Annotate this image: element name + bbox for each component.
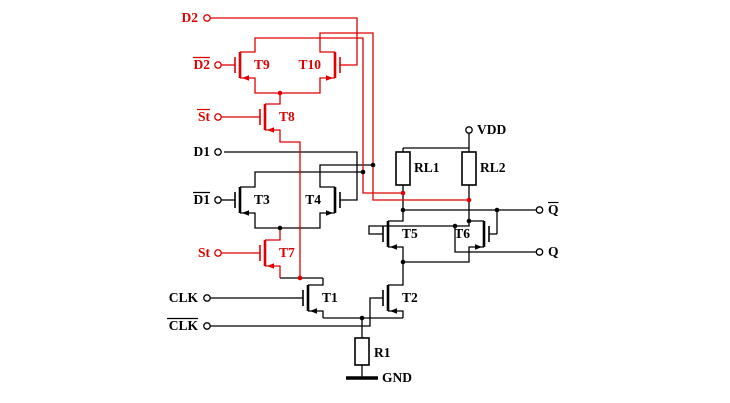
junction-r1-top: [359, 315, 365, 321]
label-vdd: VDD: [477, 122, 506, 137]
label-t2: T2: [402, 290, 418, 305]
wire-q-output: [454, 226, 536, 253]
label-qb: Q: [548, 202, 559, 217]
wire-t9-drain-to-node-a: [254, 37, 403, 194]
label-r1: R1: [374, 345, 391, 360]
resistor-rl1: [395, 151, 411, 186]
transistor-t5: [373, 212, 405, 256]
label-t6: T6: [454, 226, 470, 241]
wire-t4-drain: [319, 164, 373, 180]
label-t1: T1: [322, 290, 338, 305]
transistor-t7: [250, 231, 282, 275]
terminal-d2b: [214, 61, 222, 69]
label-stb: St: [198, 109, 211, 124]
label-clk: CLK: [169, 290, 199, 305]
wire-t3-t4-source-rail: [254, 220, 321, 229]
label-t5: T5: [402, 226, 418, 241]
wire-t10-drain-to-node-b: [319, 32, 469, 201]
junction-t7-drain: [277, 225, 283, 231]
wire-t5-gate-crosscouple: [368, 221, 470, 235]
junction-t3-node-a: [360, 169, 366, 175]
label-q: Q: [548, 244, 559, 259]
label-d2: D2: [182, 10, 199, 25]
junction-dots: [277, 90, 500, 321]
label-d1b: D1: [194, 192, 211, 207]
terminal-st: [214, 249, 222, 257]
label-gnd: GND: [382, 370, 412, 385]
label-d1: D1: [194, 144, 211, 159]
transistor-t2: [373, 276, 405, 320]
wire-vdd-rail: [402, 133, 470, 152]
label-t4: T4: [305, 192, 321, 207]
red-wires: [210, 17, 469, 278]
label-t9: T9: [254, 57, 270, 72]
resistor-r1: [354, 337, 370, 366]
junction-q-branch: [452, 223, 458, 229]
junction-qb-branch: [400, 207, 406, 213]
junction-t8-drain: [277, 90, 283, 96]
terminal-vdd: [465, 126, 473, 134]
wire-d2-to-t10-gate: [210, 17, 358, 66]
wire-t9-t10-source-rail: [254, 85, 321, 94]
label-t3: T3: [254, 192, 270, 207]
terminal-clk: [203, 294, 211, 302]
wire-t3-drain: [254, 171, 363, 180]
transistor-t10: [318, 43, 350, 87]
label-st: St: [198, 245, 211, 260]
label-rl1: RL1: [414, 160, 440, 175]
wire-t8-source-to-node-e: [279, 137, 301, 278]
junction-t10-node-b: [466, 197, 472, 203]
transistor-t6: [467, 212, 499, 256]
junction-t6-drain: [466, 218, 472, 224]
transistor-t4: [318, 178, 350, 222]
junction-t4-node-b: [370, 162, 376, 168]
resistor-rl2: [461, 151, 477, 186]
terminals: [203, 14, 544, 330]
terminal-d1: [214, 148, 222, 156]
junction-t6-gate: [494, 207, 500, 213]
label-t8: T8: [279, 109, 295, 124]
terminal-stb: [214, 113, 222, 121]
junction-t8-node-e: [297, 275, 303, 281]
label-clkb: CLK: [169, 318, 199, 333]
black-wires: [210, 133, 536, 380]
wire-clkb-to-t2-gate: [210, 297, 375, 327]
transistor-t9: [225, 43, 257, 87]
transistor-t1: [293, 276, 325, 320]
transistor-t3: [225, 178, 257, 222]
label-rl2: RL2: [480, 160, 506, 175]
label-t7: T7: [279, 245, 295, 260]
labels: D2 D2 St D1 D1 St CLK CLK VDD GND RL1 RL…: [167, 10, 559, 385]
label-t10: T10: [298, 57, 321, 72]
terminal-clkb: [203, 322, 211, 330]
wire-latch-tail: [402, 254, 470, 278]
terminal-qb: [535, 206, 544, 214]
junction-t9-node-a: [400, 190, 406, 196]
terminal-d2: [203, 14, 211, 22]
terminal-d1b: [214, 196, 222, 204]
terminal-q: [535, 248, 544, 256]
wire-d1-to-t4-gate: [224, 151, 358, 201]
transistor-t8: [250, 95, 282, 139]
label-d2b: D2: [194, 57, 211, 72]
junction-latch-tail: [400, 259, 406, 265]
